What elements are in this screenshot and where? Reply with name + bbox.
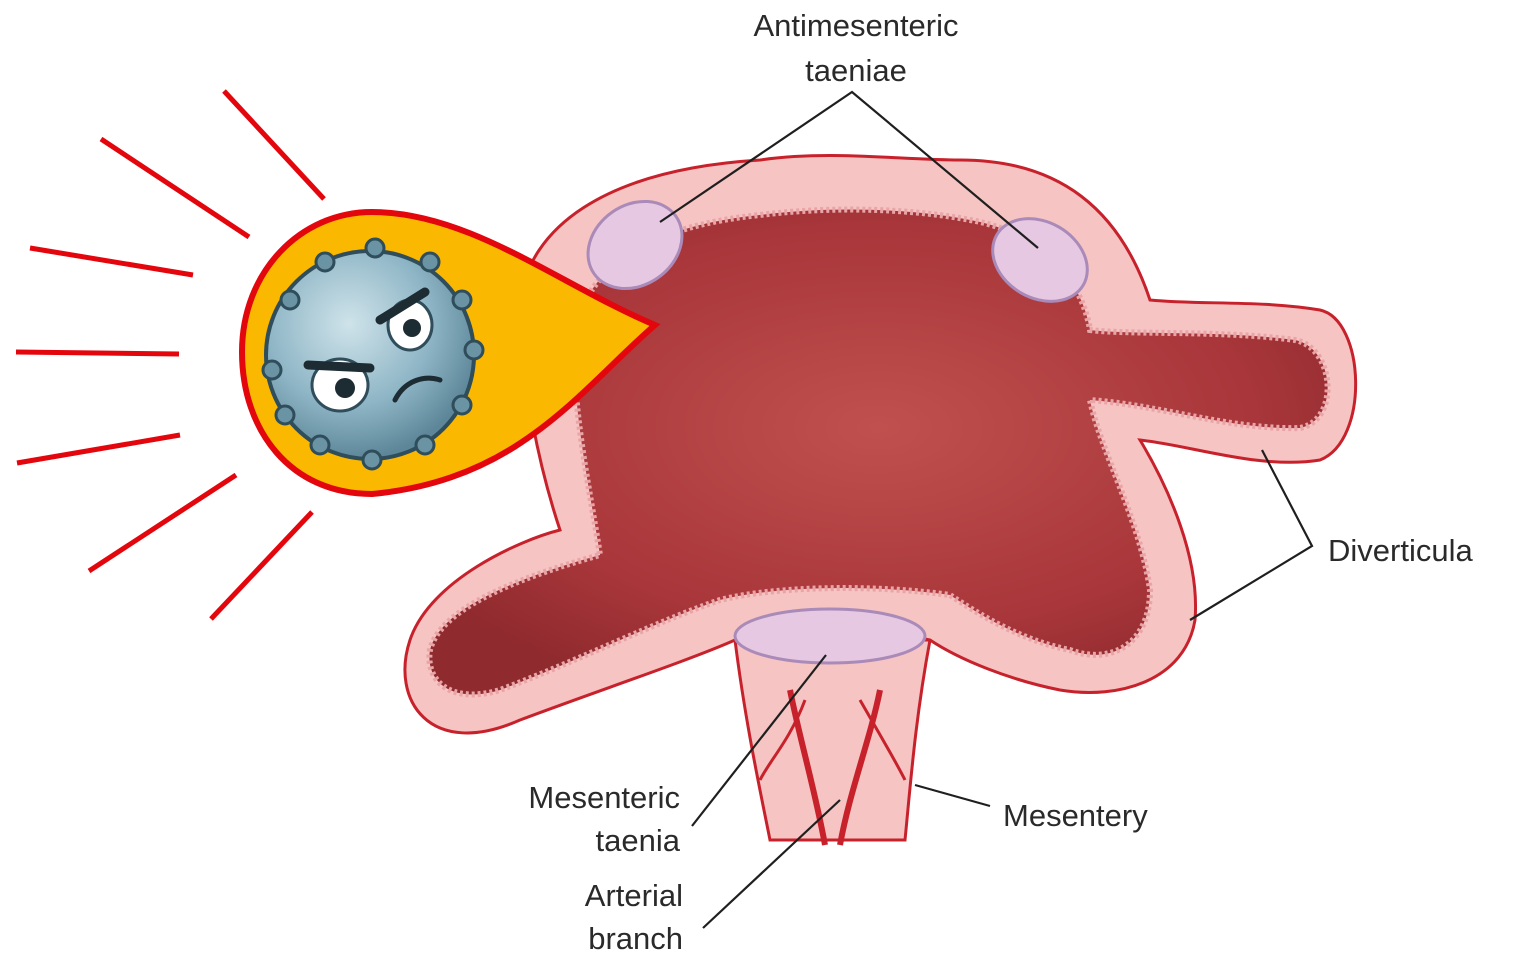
mesentery — [735, 640, 930, 845]
antimesenteric-label-line1: Antimesenteric — [753, 8, 958, 43]
arterial-label-line1: Arterial — [585, 878, 683, 913]
mesenteric-label-line2: taenia — [596, 823, 681, 858]
diverticula-label: Diverticula — [1328, 533, 1473, 568]
mesenteric-taenia — [735, 609, 925, 663]
mesenteric-label-line1: Mesenteric — [528, 780, 680, 815]
mesentery-label: Mesentery — [1003, 798, 1148, 833]
antimesenteric-label-line2: taeniae — [805, 53, 907, 88]
arterial-label-line2: branch — [588, 921, 683, 956]
